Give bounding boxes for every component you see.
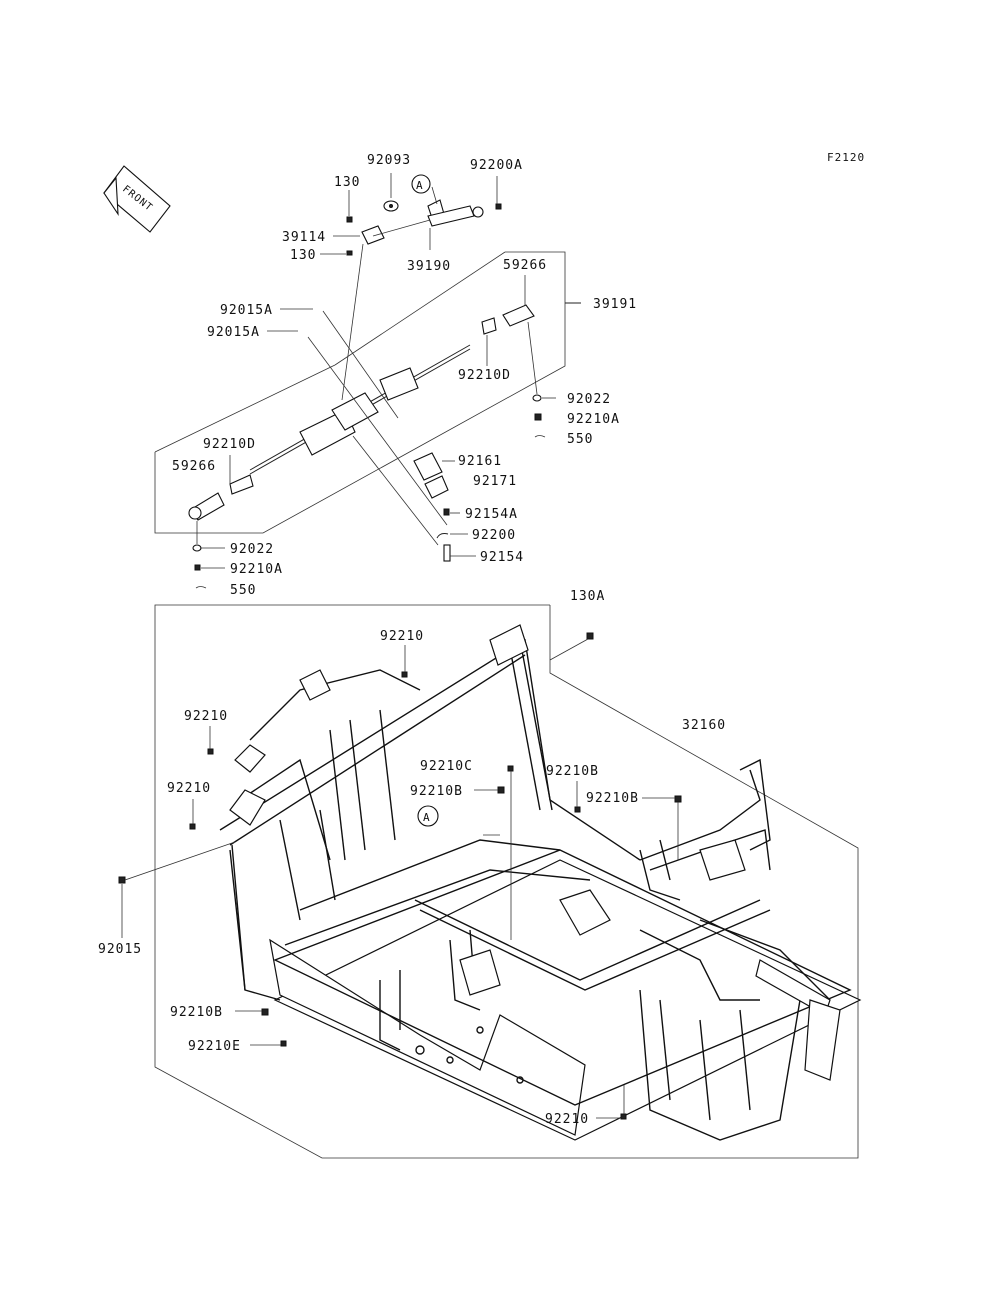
label-92210-top: 92210 <box>380 629 424 644</box>
label-92210D-right: 92210D <box>458 368 511 383</box>
nut-92210-left1 <box>207 748 214 755</box>
label-550-right: 550 <box>567 432 593 447</box>
label-92022-right: 92022 <box>567 392 611 407</box>
nut-92210B-right1 <box>574 806 581 813</box>
nut-92210D-right <box>481 317 497 335</box>
label-92210C: 92210C <box>420 759 473 774</box>
bolt-130-top <box>346 216 353 223</box>
nut-92210-left2 <box>189 823 196 830</box>
nut-92210B-right2 <box>674 795 682 803</box>
label-92210B-mid: 92210B <box>410 784 463 799</box>
label-92210-bottom: 92210 <box>545 1112 589 1127</box>
grease-550-left <box>195 586 207 589</box>
part-labels: 92093 92200A 130 39114 130 39190 59266 3… <box>98 153 726 1127</box>
nut-92210-top <box>401 671 408 678</box>
label-32160: 32160 <box>682 718 726 733</box>
label-92210B-right2: 92210B <box>586 791 639 806</box>
nut-92210B-mid <box>497 786 505 794</box>
bolt-92154 <box>443 544 451 562</box>
label-130-bottom: 130 <box>290 248 316 263</box>
tie-rod-end-59266-right <box>502 304 535 327</box>
label-92200: 92200 <box>472 528 516 543</box>
label-92154A: 92154A <box>465 507 518 522</box>
label-39114: 39114 <box>282 230 326 245</box>
label-59266-left: 59266 <box>172 459 216 474</box>
ref-a-circle-top <box>411 174 431 194</box>
frame-outline <box>154 604 859 1159</box>
nut-92210E <box>280 1040 287 1047</box>
label-92093: 92093 <box>367 153 411 168</box>
label-92210A-right: 92210A <box>567 412 620 427</box>
boot-right <box>379 367 419 401</box>
bolt-130A <box>586 632 594 640</box>
vehicle-frame-32160 <box>219 624 862 1141</box>
label-130-top: 130 <box>334 175 360 190</box>
label-130A: 130A <box>570 589 605 604</box>
label-92210B-right1: 92210B <box>546 764 599 779</box>
label-92015A-2: 92015A <box>207 325 260 340</box>
nut-92200A <box>495 203 502 210</box>
steering-assembly-outline <box>154 251 581 534</box>
leader-lines <box>121 173 675 1119</box>
label-92210B-bottom: 92210B <box>170 1005 223 1020</box>
label-92200A: 92200A <box>470 158 523 173</box>
label-92015: 92015 <box>98 942 142 957</box>
washer-92022-left <box>192 544 202 552</box>
nut-92210-bottom <box>620 1113 627 1120</box>
label-92015A-1: 92015A <box>220 303 273 318</box>
label-39190: 39190 <box>407 259 451 274</box>
nut-92210D-left <box>229 474 254 495</box>
nut-92210A-right <box>534 413 542 421</box>
label-92171: 92171 <box>473 474 517 489</box>
joint-39114 <box>361 225 385 245</box>
label-39191: 39191 <box>593 297 637 312</box>
label-92210A-left: 92210A <box>230 562 283 577</box>
nut-92210C <box>507 765 514 772</box>
label-92161: 92161 <box>458 454 502 469</box>
washer-92022-right <box>532 394 542 402</box>
ref-a-circle-frame <box>417 805 439 827</box>
label-92022-left: 92022 <box>230 542 274 557</box>
label-92210-left2: 92210 <box>167 781 211 796</box>
steering-joint-parts: A <box>341 174 502 401</box>
label-92154: 92154 <box>480 550 524 565</box>
label-59266-right: 59266 <box>503 258 547 273</box>
shaft-39190 <box>427 205 475 227</box>
grease-550-right <box>534 435 546 438</box>
label-92210E: 92210E <box>188 1039 241 1054</box>
diagram-code: F2120 <box>827 151 865 164</box>
bolt-130-bottom <box>346 250 353 256</box>
bolt-92154A <box>443 508 450 516</box>
clamp-92161 <box>413 452 443 481</box>
label-92210D-left: 92210D <box>203 437 256 452</box>
ref-a-top: A <box>416 179 424 192</box>
ref-a-frame: A <box>423 811 431 824</box>
bolt-92015 <box>118 876 126 884</box>
label-92210-left1: 92210 <box>184 709 228 724</box>
label-550-left: 550 <box>230 583 256 598</box>
bracket-92171 <box>424 475 449 499</box>
washer-92200 <box>436 533 449 539</box>
frame-fasteners: A <box>118 632 682 1120</box>
steering-rack <box>188 304 546 589</box>
front-direction-icon: FRONT <box>103 165 171 233</box>
nut-92210A-left <box>194 564 201 571</box>
nut-92210B-bottom <box>261 1008 269 1016</box>
